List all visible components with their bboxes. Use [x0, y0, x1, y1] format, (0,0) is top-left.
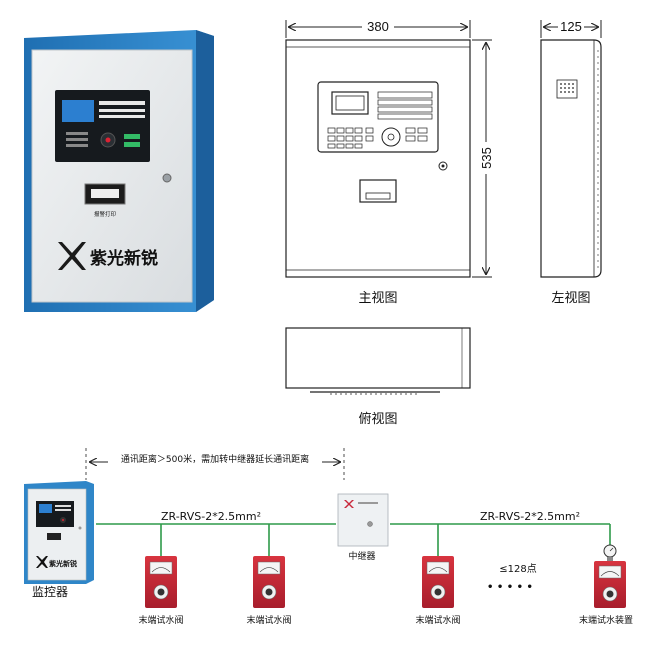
front-height-dim: 535 — [479, 147, 494, 169]
valve-2 — [253, 556, 285, 608]
front-view-caption: 主视图 — [358, 291, 397, 306]
monitor-label: 监控器 — [32, 585, 68, 599]
monitor-brand-icon — [36, 556, 48, 568]
front-cabinet-outline — [285, 39, 471, 278]
valve-label-1: 末端试水阀 — [138, 614, 183, 626]
monitor-brand-text: 紫光新锐 — [49, 559, 77, 568]
test-device — [594, 544, 626, 608]
repeater-label: 中继器 — [348, 550, 375, 562]
left-cabinet-outline — [540, 39, 602, 278]
valve-label-3: 末端试水阀 — [415, 614, 460, 626]
printer-label: 报警打印 — [94, 210, 117, 218]
device-label: 末端试水装置 — [579, 614, 633, 626]
lcd-screen — [62, 100, 94, 122]
front-width-dim: 380 — [367, 19, 389, 34]
distance-note: 通讯距离＞500米，需加转中继器延长通讯距离 — [121, 453, 309, 465]
left-view-caption: 左视图 — [551, 291, 590, 306]
ellipsis-dots: • • • • • — [487, 582, 533, 593]
cabinet-side — [196, 30, 214, 312]
repeater-logo-icon — [344, 500, 354, 508]
product-photo: 报警打印 紫光新锐 — [24, 30, 214, 312]
points-note: ≤128点 — [499, 563, 536, 575]
top-view-caption: 俯视图 — [358, 411, 397, 427]
cable-right-label: ZR-RVS-2*2.5mm² — [480, 510, 580, 523]
brand-text: 紫光新锐 — [90, 248, 158, 269]
left-width-dim: 125 — [560, 19, 582, 34]
monitor-unit: 紫光新锐 — [24, 481, 94, 584]
speaker-icon — [556, 79, 578, 99]
valve-3 — [422, 556, 454, 608]
topology: 通讯距离＞500米，需加转中继器延长通讯距离 紫光新锐 监控器 ZR-RVS-2… — [24, 448, 633, 626]
front-keypad — [327, 127, 428, 149]
front-view: 380 535 主视 — [285, 19, 494, 306]
left-view: 125 左视图 — [540, 19, 602, 306]
repeater-unit — [337, 493, 389, 547]
valve-label-2: 末端试水阀 — [246, 614, 291, 626]
lock-icon — [162, 173, 172, 183]
valve-1 — [145, 556, 177, 608]
top-cabinet-outline — [285, 327, 471, 389]
cable-left-label: ZR-RVS-2*2.5mm² — [161, 510, 261, 523]
brand-logo-icon — [58, 242, 86, 270]
top-view: 俯视图 — [285, 327, 471, 427]
